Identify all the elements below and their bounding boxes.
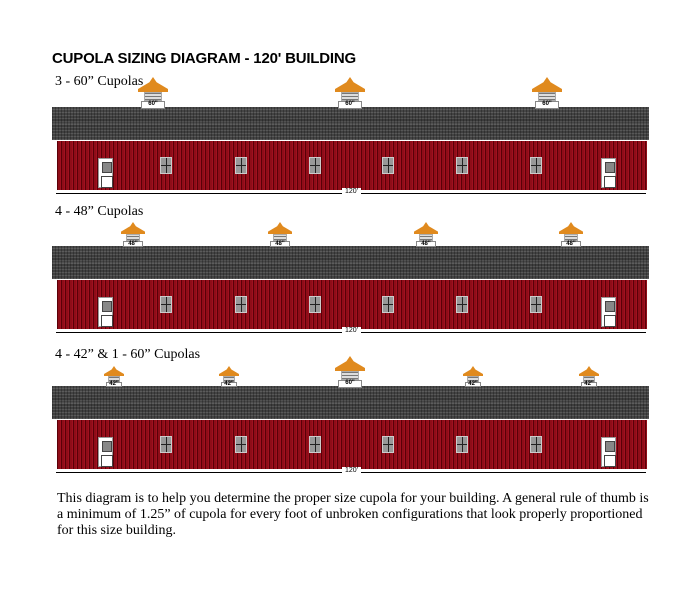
cupola-roof (532, 77, 562, 92)
length-label: 120' (342, 467, 362, 474)
window (160, 436, 172, 453)
cupola-size-label: 48" (416, 241, 436, 248)
cupola: 60" (138, 77, 168, 113)
barn-elevation: 120' 60" 60" 60" (52, 77, 649, 207)
window (309, 296, 321, 313)
cupola-roof (104, 366, 124, 376)
section-heading: 4 - 48” Cupolas (55, 204, 144, 219)
cupola: 42" (579, 366, 599, 392)
cupola-louver (223, 376, 235, 382)
cupola-louver (144, 92, 162, 101)
cupola: 42" (104, 366, 124, 392)
diagram-title: CUPOLA SIZING DIAGRAM - 120' BUILDING (52, 50, 356, 67)
cupola: 48" (121, 222, 145, 252)
cupola-louver (125, 234, 141, 242)
cupola-louver (341, 371, 359, 380)
cupola-roof (219, 366, 239, 376)
window (456, 296, 468, 313)
cupola-size-label: 48" (270, 241, 290, 248)
door (601, 158, 616, 188)
window (235, 157, 247, 174)
barn-elevation: 120' 42" 42" 60" 42" 42" (52, 356, 649, 486)
cupola-louver (467, 376, 479, 382)
cupola-louver (272, 234, 288, 242)
cupola-louver (108, 376, 120, 382)
window (235, 296, 247, 313)
cupola-size-label: 48" (561, 241, 581, 248)
window (382, 436, 394, 453)
cupola-louver (418, 234, 434, 242)
roof (52, 107, 649, 140)
cupola-roof (579, 366, 599, 376)
cupola-louver (583, 376, 595, 382)
section-heading: 4 - 42” & 1 - 60” Cupolas (55, 347, 201, 362)
cupola: 42" (463, 366, 483, 392)
cupola: 60" (532, 77, 562, 113)
window (456, 157, 468, 174)
length-label: 120' (342, 188, 362, 195)
window (309, 157, 321, 174)
cupola-roof (335, 356, 365, 371)
cupola-roof (121, 222, 145, 234)
window (160, 157, 172, 174)
cupola-louver (563, 234, 579, 242)
barn-elevation: 120' 48" 48" 48" 48" (52, 222, 649, 346)
roof (52, 246, 649, 279)
cupola: 48" (268, 222, 292, 252)
door (98, 297, 113, 327)
cupola-roof (268, 222, 292, 234)
section-heading: 3 - 60” Cupolas (55, 74, 144, 89)
cupola-size-label: 42" (106, 381, 122, 387)
cupola-louver (341, 92, 359, 101)
cupola-roof (463, 366, 483, 376)
barn-wall (56, 280, 647, 329)
cupola-size-label: 42" (581, 381, 597, 387)
door (98, 158, 113, 188)
door (601, 297, 616, 327)
window (530, 436, 542, 453)
cupola-roof (559, 222, 583, 234)
length-label: 120' (342, 327, 362, 334)
cupola-size-label: 60" (535, 101, 559, 109)
window (530, 157, 542, 174)
window (160, 296, 172, 313)
cupola: 60" (335, 77, 365, 113)
cupola: 48" (414, 222, 438, 252)
cupola: 60" (335, 356, 365, 392)
cupola: 48" (559, 222, 583, 252)
window (309, 436, 321, 453)
cupola-roof (138, 77, 168, 92)
cupola-size-label: 60" (338, 101, 362, 109)
cupola-size-label: 42" (221, 381, 237, 387)
cupola-louver (538, 92, 556, 101)
cupola-roof (414, 222, 438, 234)
window (235, 436, 247, 453)
window (382, 157, 394, 174)
barn-wall (56, 141, 647, 190)
cupola-roof (335, 77, 365, 92)
description-text: This diagram is to help you determine th… (57, 491, 649, 538)
cupola-size-label: 60" (141, 101, 165, 109)
cupola: 42" (219, 366, 239, 392)
roof (52, 386, 649, 419)
door (98, 437, 113, 467)
cupola-size-label: 42" (465, 381, 481, 387)
window (530, 296, 542, 313)
cupola-size-label: 60" (338, 380, 362, 388)
window (456, 436, 468, 453)
barn-wall (56, 420, 647, 469)
door (601, 437, 616, 467)
window (382, 296, 394, 313)
cupola-size-label: 48" (123, 241, 143, 248)
